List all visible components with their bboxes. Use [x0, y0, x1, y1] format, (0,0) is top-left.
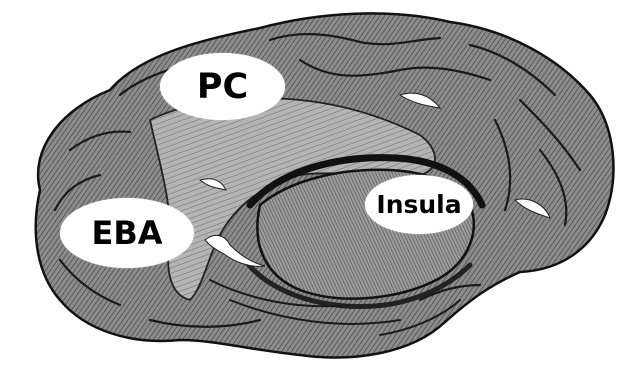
eba-label: EBA — [60, 198, 194, 268]
pc-label: PC — [160, 53, 285, 120]
insula-label: Insula — [365, 175, 473, 234]
